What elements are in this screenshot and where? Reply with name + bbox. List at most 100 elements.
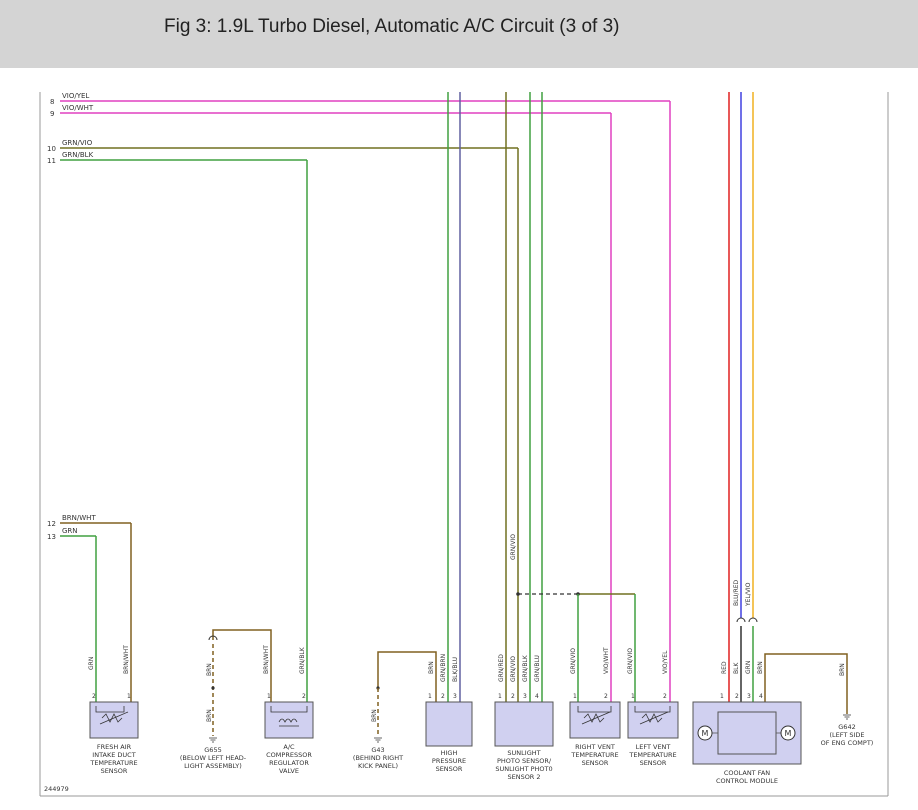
sun-pin-4: 4 — [535, 693, 539, 700]
right-vent-sensor-box — [569, 701, 621, 739]
hp-pin-2: 2 — [441, 693, 445, 700]
cf-upper-wire-2: YEL/VIO — [745, 582, 752, 607]
sun-pin-3: 3 — [523, 693, 527, 700]
cf-connector-2 — [736, 617, 746, 623]
rv-name-1: RIGHT VENT — [575, 743, 615, 751]
fan-motor-left-label: M — [702, 729, 709, 738]
figure-id: 244979 — [44, 785, 69, 793]
cf-wire-4: BRN — [757, 661, 764, 674]
g642-name-3: OF ENG COMPT) — [821, 739, 874, 747]
rv-wire-label-1: GRN/VIO — [570, 648, 577, 674]
sun-upper-wire-label: GRN/VIO — [510, 534, 517, 560]
wire-10-label: GRN/VIO — [62, 139, 93, 147]
hp-wire-1: BRN — [428, 661, 435, 674]
wire-9-pin: 9 — [50, 110, 54, 118]
lv-pin-1: 1 — [631, 693, 635, 700]
wire-10-pin: 10 — [47, 145, 56, 153]
g43-wire-label: BRN — [371, 709, 378, 722]
rv-name-2: TEMPERATURE — [570, 751, 618, 759]
lv-pin-2: 2 — [663, 693, 667, 700]
g43-name-3: KICK PANEL) — [358, 762, 398, 770]
ac-valve-name-2: COMPRESSOR — [266, 751, 312, 759]
cf-wire-1: RED — [721, 661, 728, 674]
g642-ground-icon — [843, 714, 851, 720]
fan-motor-right-icon — [780, 725, 796, 741]
rv-thermistor-arrow-icon — [581, 711, 611, 725]
g43-name-1: G43 — [371, 746, 384, 754]
sunlight-sensor-box — [494, 701, 554, 747]
ac-valve-wire-1: BRN/WHT — [263, 645, 270, 674]
fresh-air-name-1: FRESH AIR — [97, 743, 132, 751]
lv-wire-label-1: GRN/VIO — [627, 648, 634, 674]
coolant-fan-inner-box — [717, 711, 777, 755]
fresh-air-name-4: SENSOR — [101, 767, 128, 775]
lv-name-2: TEMPERATURE — [628, 751, 676, 759]
hp-wire-2: GRN/BRN — [440, 654, 447, 682]
fan-motor-left-icon — [697, 725, 713, 741]
fresh-air-wire-grn: GRN — [88, 657, 95, 670]
cf-pin-1: 1 — [720, 693, 724, 700]
high-pressure-sensor-box — [425, 701, 473, 747]
wire-9-label: VIO/WHT — [62, 104, 94, 112]
sun-name-2: PHOTO SENSOR/ — [497, 757, 552, 765]
left-vent-sensor-box — [627, 701, 679, 739]
wire-12-label: BRN/WHT — [62, 514, 96, 522]
cf-connector-3 — [748, 617, 758, 623]
hp-pin-3: 3 — [453, 693, 457, 700]
cf-upper-wire-1: BLU/RED — [733, 579, 740, 606]
fresh-air-name-3: TEMPERATURE — [89, 759, 137, 767]
fresh-air-sensor-box — [89, 701, 139, 739]
g655-connector — [208, 635, 218, 641]
cf-pin-3: 3 — [747, 693, 751, 700]
wire-11-label: GRN/BLK — [62, 151, 94, 159]
lv-name-3: SENSOR — [640, 759, 667, 767]
ac-valve-name-4: VALVE — [279, 767, 299, 775]
hp-name-3: SENSOR — [436, 765, 463, 773]
ac-valve-wire-2: GRN/BLK — [299, 646, 306, 674]
lv-wire-label-2: VIO/YEL — [662, 650, 669, 674]
g655-wire-upper: BRN — [206, 663, 213, 676]
sun-wire-1: GRN/RED — [498, 654, 505, 682]
cf-wire-2: BLK — [733, 662, 740, 674]
g642-name-2: (LEFT SIDE — [829, 731, 864, 739]
g655-splice — [211, 686, 215, 690]
wire-13-label: GRN — [62, 527, 78, 535]
page-title: Fig 3: 1.9L Turbo Diesel, Automatic A/C … — [164, 16, 620, 37]
wire-8-label: VIO/YEL — [62, 92, 89, 100]
thermistor-arrow-icon — [99, 711, 129, 725]
g655-name-3: LIGHT ASSEMBLY) — [184, 762, 242, 770]
lv-thermistor-icon — [634, 706, 671, 723]
sun-name-1: SUNLIGHT — [507, 749, 540, 757]
wire-8-pin: 8 — [50, 98, 54, 106]
sun-wire-2: GRN/VIO — [510, 656, 517, 682]
sun-wire-4: GRN/BLU — [534, 655, 541, 682]
ac-valve-pin-2: 2 — [302, 693, 306, 700]
wire-12-pin: 12 — [47, 520, 56, 528]
rv-name-3: SENSOR — [582, 759, 609, 767]
ac-valve-name-3: REGULATOR — [269, 759, 309, 767]
hp-pin-1: 1 — [428, 693, 432, 700]
rv-wire-label-2: VIO/WHT — [603, 647, 610, 674]
header-bar: Fig 3: 1.9L Turbo Diesel, Automatic A/C … — [0, 0, 918, 68]
wire-13-pin: 13 — [47, 533, 56, 541]
hp-name-1: HIGH — [441, 749, 458, 757]
sun-wire-3: GRN/BLK — [522, 654, 529, 682]
cf-name-2: CONTROL MODULE — [716, 777, 778, 785]
ac-valve-lead-icon — [270, 706, 308, 713]
ac-valve-box — [264, 701, 314, 739]
thermistor-icon — [95, 706, 125, 723]
ac-valve-pin-1: 1 — [267, 693, 271, 700]
fresh-air-name-2: INTAKE DUCT — [92, 751, 135, 759]
g655-wire-top — [212, 629, 272, 702]
wire-11-pin: 11 — [47, 157, 56, 165]
g642-name-1: G642 — [838, 723, 855, 731]
sun-name-4: SENSOR 2 — [507, 773, 540, 781]
cf-ground-wire — [764, 653, 848, 714]
lv-thermistor-arrow-icon — [639, 711, 669, 725]
wiring-diagram: 8 VIO/YEL 9 VIO/WHT 10 GRN/VIO 11 GRN/BL… — [0, 68, 918, 810]
sun-pin-1: 1 — [498, 693, 502, 700]
rv-pin-2: 2 — [604, 693, 608, 700]
g43-wire-top — [377, 651, 437, 702]
hp-wire-3: BLK/BLU — [452, 657, 459, 682]
fresh-air-pin-1: 1 — [127, 693, 131, 700]
